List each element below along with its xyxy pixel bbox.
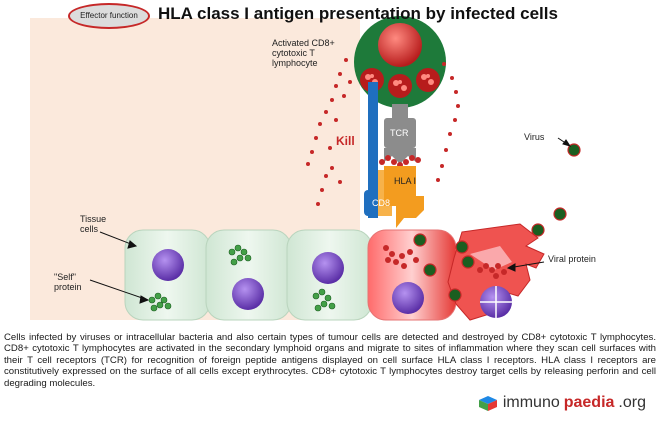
lysed-cell <box>447 223 545 321</box>
brand-cube-icon <box>478 396 497 411</box>
virus-icon <box>423 263 437 277</box>
brand-part-2: paedia <box>563 394 615 411</box>
label-virus: Virus <box>524 132 545 142</box>
perforin-granules <box>306 58 460 206</box>
virus-icon <box>461 255 475 269</box>
label-tcr: TCR <box>390 128 409 138</box>
virus-particles <box>413 143 581 302</box>
virus-icon <box>455 240 469 254</box>
tissue-cells <box>124 229 373 321</box>
virus-icon <box>448 288 462 302</box>
label-viral-protein: Viral protein <box>548 254 596 264</box>
cd8-coreceptor <box>368 82 378 218</box>
label-cd8: CD8 <box>372 198 391 208</box>
t-lymphocyte <box>354 16 446 108</box>
virus-icon <box>553 207 567 221</box>
tcell-nucleus <box>378 23 422 67</box>
viral-peptides <box>383 245 419 269</box>
effector-function-badge: Effector function <box>68 3 150 29</box>
hla-class-i <box>384 166 424 228</box>
self-protein <box>148 244 336 312</box>
label-self-protein: "Self" protein <box>54 272 82 292</box>
virus-icon <box>531 223 545 237</box>
page-title: HLA class I antigen presentation by infe… <box>158 4 558 23</box>
virus-icon <box>413 233 427 247</box>
caption-text: Cells infected by viruses or intracellul… <box>4 332 656 389</box>
virus-icon <box>567 143 581 157</box>
label-tcell: Activated CD8+ cytotoxic T lymphocyte <box>272 38 335 68</box>
label-hla: HLA I <box>394 176 417 186</box>
viral-protein <box>477 263 507 279</box>
badge-label: Effector function <box>80 11 138 20</box>
brand-part-1: immuno <box>502 394 560 411</box>
infected-cell <box>367 229 457 321</box>
tcr-receptor <box>384 104 416 164</box>
arrows <box>89 137 572 304</box>
label-kill: Kill <box>336 134 355 148</box>
label-tissue-cells: Tissue cells <box>80 214 107 234</box>
brand-part-3: .org <box>618 394 646 411</box>
peptide-antigen <box>379 155 421 168</box>
